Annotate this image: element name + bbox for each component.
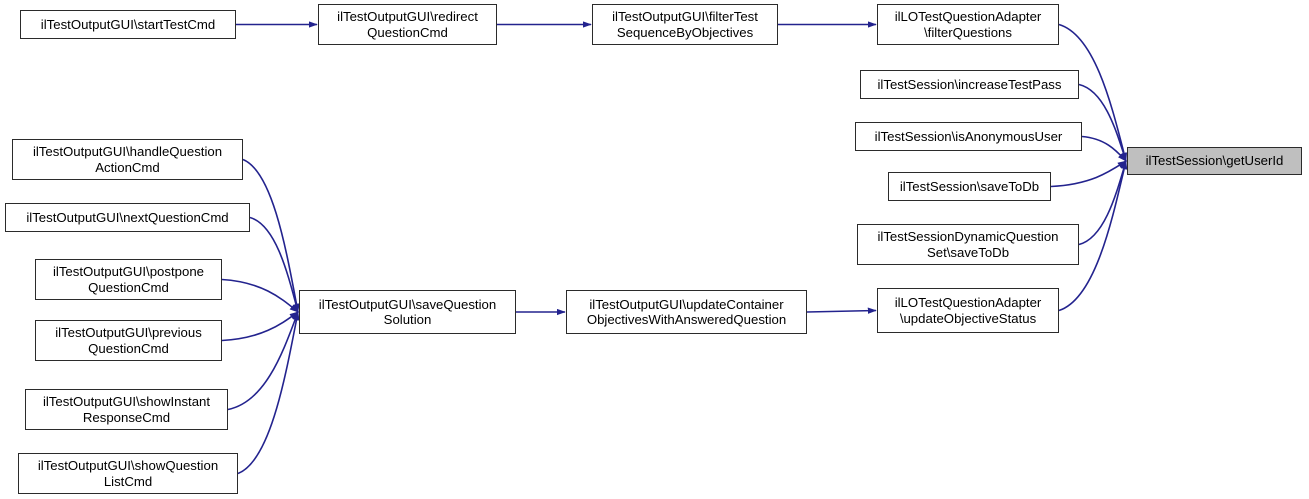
graph-node-increaseTestPass[interactable]: ilTestSession\increaseTestPass	[860, 70, 1079, 99]
graph-node-label: ilTestOutputGUI\previous QuestionCmd	[55, 325, 202, 356]
graph-edge-nextQuestionCmd-to-saveQuestionSolution	[249, 216, 299, 313]
graph-node-label: ilTestOutputGUI\filterTest SequenceByObj…	[612, 9, 758, 40]
graph-node-redirectQuestionCmd[interactable]: ilTestOutputGUI\redirect QuestionCmd	[318, 4, 497, 45]
graph-node-label: ilTestSession\getUserId	[1145, 153, 1284, 169]
graph-node-label: ilTestOutputGUI\postpone QuestionCmd	[52, 264, 204, 295]
graph-node-handleQuestionActionCmd[interactable]: ilTestOutputGUI\handleQuestion ActionCmd	[12, 139, 243, 180]
graph-edge-saveToDb-to-getUserId	[1050, 160, 1127, 188]
graph-node-nextQuestionCmd[interactable]: ilTestOutputGUI\nextQuestionCmd	[5, 203, 250, 232]
graph-node-label: ilTestOutputGUI\showQuestion ListCmd	[37, 458, 219, 489]
graph-node-label: ilTestSession\isAnonymousUser	[874, 128, 1063, 144]
graph-node-saveToDb[interactable]: ilTestSession\saveToDb	[888, 172, 1051, 201]
graph-node-label: ilTestSession\increaseTestPass	[877, 76, 1062, 92]
graph-edge-showInstantResponseCmd-to-saveQuestionSolution	[227, 311, 299, 411]
graph-node-label: ilTestSessionDynamicQuestion Set\saveToD…	[877, 229, 1059, 260]
graph-node-saveQuestionSolution[interactable]: ilTestOutputGUI\saveQuestion Solution	[299, 290, 516, 334]
graph-edge-increaseTestPass-to-getUserId	[1078, 83, 1127, 162]
graph-node-dynamicQuestionSetSaveToDb[interactable]: ilTestSessionDynamicQuestion Set\saveToD…	[857, 224, 1079, 265]
graph-node-showQuestionListCmd[interactable]: ilTestOutputGUI\showQuestion ListCmd	[18, 453, 238, 494]
graph-node-previousQuestionCmd[interactable]: ilTestOutputGUI\previous QuestionCmd	[35, 320, 222, 361]
graph-node-label: ilTestOutputGUI\saveQuestion Solution	[318, 296, 497, 327]
graph-node-label: ilTestOutputGUI\handleQuestion ActionCmd	[32, 144, 223, 175]
graph-node-label: ilLOTestQuestionAdapter \updateObjective…	[894, 295, 1042, 326]
graph-edge-previousQuestionCmd-to-saveQuestionSolution	[221, 311, 299, 342]
graph-edge-updateContainerObjectives-to-updateObjectiveStatus	[806, 307, 877, 314]
graph-edge-handleQuestionActionCmd-to-saveQuestionSolution	[242, 158, 300, 313]
graph-node-getUserId[interactable]: ilTestSession\getUserId	[1127, 147, 1302, 175]
graph-node-showInstantResponseCmd[interactable]: ilTestOutputGUI\showInstant ResponseCmd	[25, 389, 228, 430]
graph-node-postponeQuestionCmd[interactable]: ilTestOutputGUI\postpone QuestionCmd	[35, 259, 222, 300]
graph-node-startTestCmd[interactable]: ilTestOutputGUI\startTestCmd	[20, 10, 236, 39]
graph-node-label: ilTestOutputGUI\redirect QuestionCmd	[337, 9, 478, 40]
graph-node-label: ilLOTestQuestionAdapter \filterQuestions	[894, 9, 1042, 40]
graph-node-updateObjectiveStatus[interactable]: ilLOTestQuestionAdapter \updateObjective…	[877, 288, 1059, 333]
graph-node-label: ilTestOutputGUI\showInstant ResponseCmd	[42, 394, 211, 425]
graph-edge-showQuestionListCmd-to-saveQuestionSolution	[237, 311, 300, 475]
graph-node-filterTestSequenceByObjectives[interactable]: ilTestOutputGUI\filterTest SequenceByObj…	[592, 4, 778, 45]
graph-node-filterQuestions[interactable]: ilLOTestQuestionAdapter \filterQuestions	[877, 4, 1059, 45]
graph-node-label: ilTestOutputGUI\nextQuestionCmd	[26, 209, 229, 225]
graph-edge-dynamicQuestionSetSaveToDb-to-getUserId	[1078, 160, 1127, 246]
graph-node-label: ilTestOutputGUI\startTestCmd	[40, 16, 216, 32]
graph-edge-isAnonymousUser-to-getUserId	[1081, 135, 1127, 162]
graph-node-updateContainerObjectives[interactable]: ilTestOutputGUI\updateContainer Objectiv…	[566, 290, 807, 334]
graph-edge-postponeQuestionCmd-to-saveQuestionSolution	[221, 278, 299, 313]
graph-node-isAnonymousUser[interactable]: ilTestSession\isAnonymousUser	[855, 122, 1082, 151]
graph-node-label: ilTestOutputGUI\updateContainer Objectiv…	[586, 296, 787, 327]
graph-node-label: ilTestSession\saveToDb	[899, 178, 1040, 194]
